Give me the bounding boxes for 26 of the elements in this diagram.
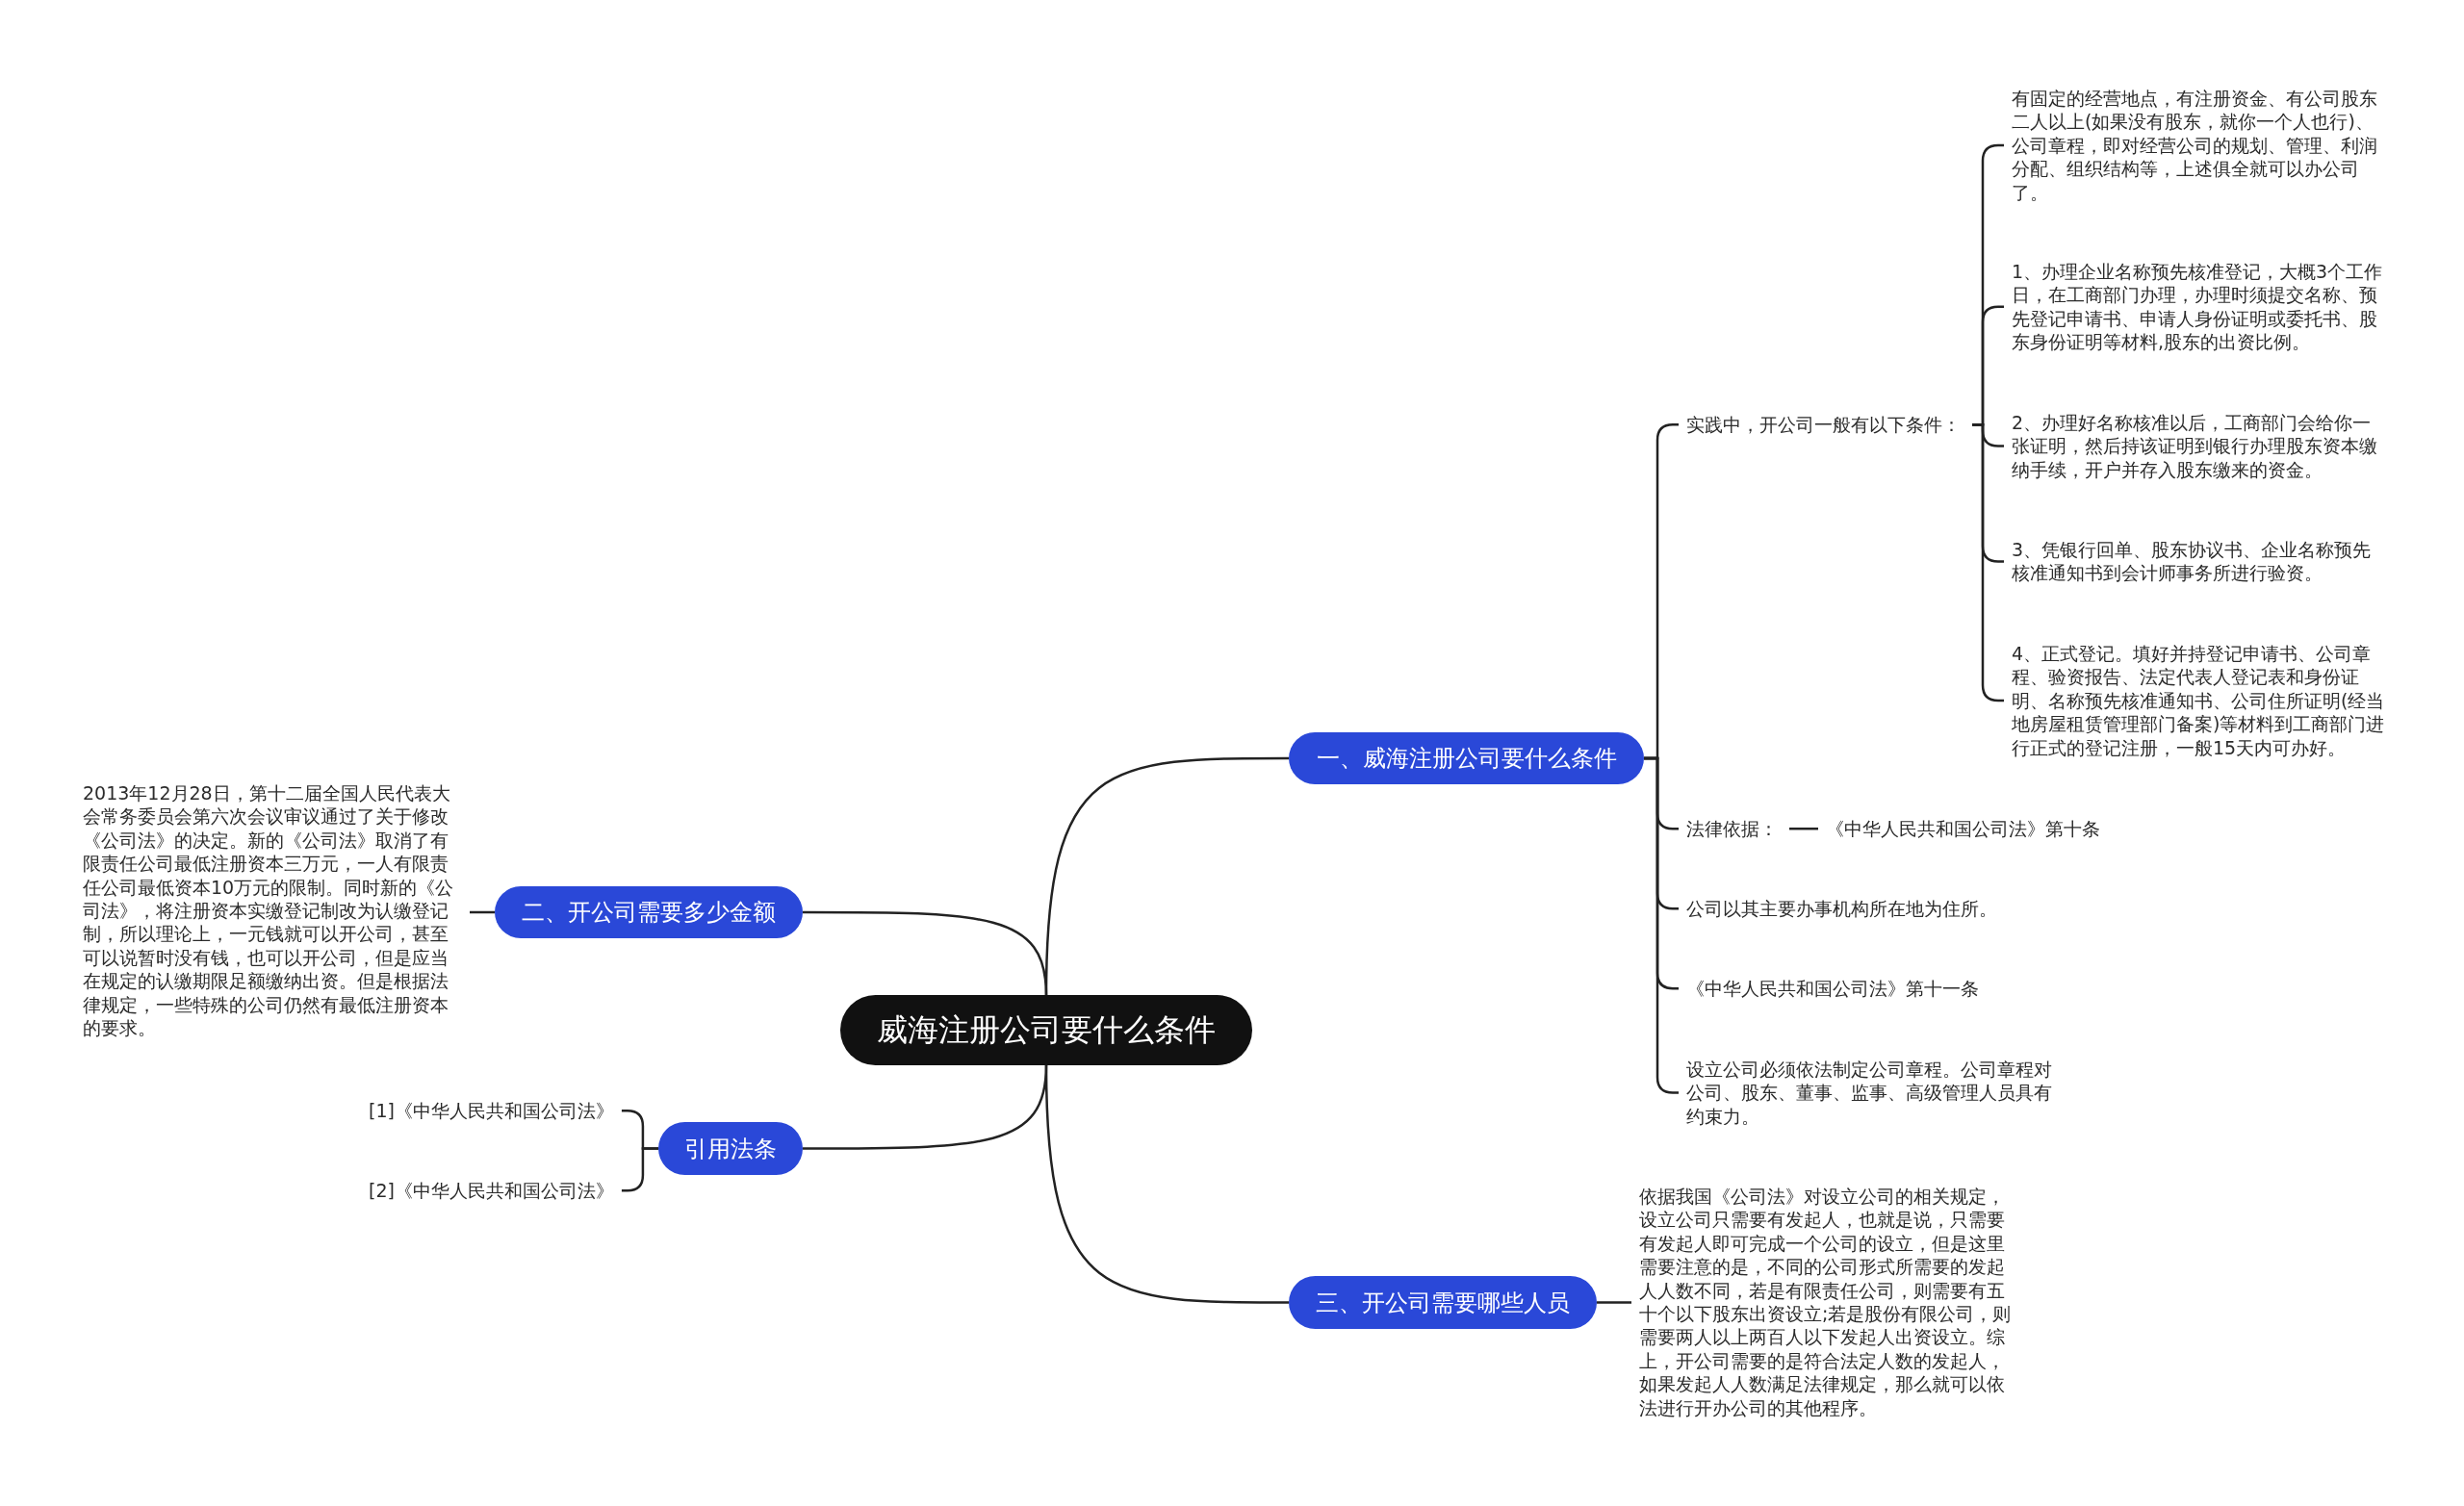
branch-topic: 三、开公司需要哪些人员 [1289, 1276, 1597, 1329]
connector-line [1597, 1301, 1631, 1304]
topic-text: 2013年12月28日，第十二届全国人民代表大会常务委员会第六次会议审议通过了关于修改《公司法》的决定。新的《公司法》取消了有限责任公司最低注册资本三万元，一人有限责任公司最低资本10万元的限制。同时新的《公司法》，将注册资本实缴登记制改为认缴登记制，所以理论上，一元钱就可以开公司，甚至可以说暂时没有钱，也可以开公司，但是应当在规定的认缴期限足额缴纳出资。但是根据法律规定，一些特殊的公司仍然有最低注册资本的要求。 [83, 781, 462, 1040]
topic-text: 《中华人民共和国公司法》第十一条 [1686, 977, 1979, 1001]
topic-text: 设立公司必须依法制定公司章程。公司章程对公司、股东、董事、监事、高级管理人员具有约束力。 [1686, 1058, 2064, 1129]
topic-text: 法律依据： [1686, 817, 1778, 841]
topic-text: 2、办理好名称核准以后，工商部门会给你一张证明，然后持该证明到银行办理股东资本缴纳手续，开户并存入股东缴来的资金。 [2012, 411, 2387, 482]
connector-line [621, 1147, 658, 1192]
topic-text: 4、正式登记。填好并持登记申请书、公司章程、验资报告、法定代表人登记表和身份证明、名称预先核准通知书、公司住所证明(经当地房屋租赁管理部门备案)等材料到工商部门进行正式的登记注册，一般15天内可办好。 [2012, 642, 2387, 760]
topic-text: 3、凭银行回单、股东协议书、企业名称预先核准通知书到会计师事务所进行验资。 [2012, 538, 2387, 585]
connector-line [1789, 827, 1818, 830]
connector-line [470, 910, 495, 914]
central-topic: 威海注册公司要什么条件 [840, 995, 1252, 1065]
topic-text: 公司以其主要办事机构所在地为住所。 [1686, 897, 1997, 921]
branch-topic: 二、开公司需要多少金额 [495, 886, 803, 938]
topic-text: 《中华人民共和国公司法》第十条 [1826, 817, 2100, 841]
topic-text: [1]《中华人民共和国公司法》 [369, 1099, 614, 1123]
connector-line [1044, 1064, 1289, 1304]
branch-topic: 引用法条 [658, 1122, 803, 1175]
connector-line [803, 910, 1048, 996]
topic-text: 1、办理企业名称预先核准登记，大概3个工作日，在工商部门办理，办理时须提交名称、预先登记申请书、申请人身份证明或委托书、股东身份证明等材料,股东的出资比例。 [2012, 260, 2387, 354]
topic-text: 依据我国《公司法》对设立公司的相关规定，设立公司只需要有发起人，也就是说，只需要有发起人即可完成一个公司的设立，但是这里需要注意的是，不同的公司形式所需要的发起人人数不同，若是有限责任公司，则需要有五十个以下股东出资设立;若是股份有限公司，则需要两人以上两百人以下发起人出资设立。综上，开公司需要的是符合法定人数的发起人，如果发起人人数满足法律规定，那么就可以依法进行开办公司的其他程序。 [1639, 1185, 2018, 1420]
branch-topic: 一、威海注册公司要什么条件 [1289, 732, 1644, 784]
topic-text: 实践中，开公司一般有以下条件： [1686, 413, 1961, 437]
topic-text: [2]《中华人民共和国公司法》 [369, 1179, 614, 1203]
topic-text: 有固定的经营地点，有注册资金、有公司股东二人以上(如果没有股东，就你一个人也行)、公司章程，即对经营公司的规划、管理、利润分配、组织结构等，上述俱全就可以办公司了。 [2012, 87, 2387, 205]
